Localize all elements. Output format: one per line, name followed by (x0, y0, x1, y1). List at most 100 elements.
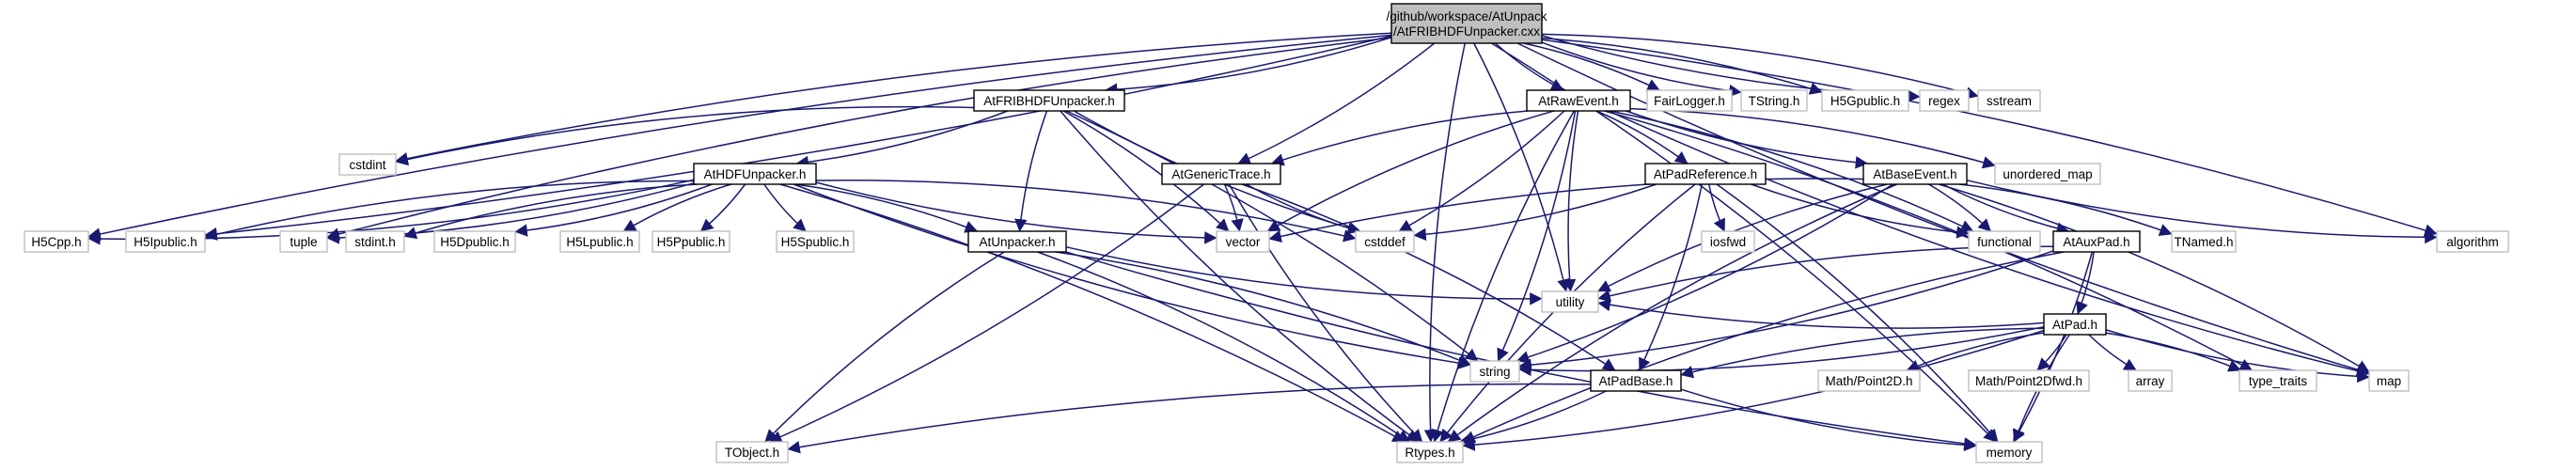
node-atpadreference-h[interactable]: AtPadReference.h (1644, 163, 1767, 185)
node-label: array (2136, 374, 2165, 388)
node-label: H5Ipublic.h (134, 235, 197, 249)
node-label: TObject.h (725, 446, 779, 460)
edge-atpad-h-to-array (2088, 334, 2137, 371)
node-box (1390, 3, 1543, 44)
node-box (2171, 230, 2237, 253)
node-box (1701, 230, 1755, 253)
edge-atpad-h-to-utility (1597, 298, 2045, 329)
edge-atfribhdfunpacker-h-to-athdfunpacker-h (795, 110, 1009, 169)
edge-atpadreference-h-to-functional (1751, 183, 1970, 239)
node-label: AtPadBase.h (1599, 374, 1673, 388)
edge-atbaseevent-h-to-utility (1597, 183, 1888, 292)
node-map: map (2368, 369, 2410, 392)
node-math-point2dfwd-h: Math/Point2Dfwd.h (1968, 369, 2090, 392)
node-tstring-h: TString.h (1740, 89, 1808, 112)
node-h5dpublic-h: H5Dpublic.h (433, 230, 516, 253)
node-box (1590, 369, 1682, 392)
node-vector: vector (1216, 230, 1270, 253)
node-h5cpp-h: H5Cpp.h (24, 230, 89, 253)
edges-layer (87, 32, 2438, 454)
node-box (973, 89, 1125, 112)
edge-atfribhdfunpacker-cxx-to-fairlogger-h (1523, 42, 1660, 91)
node-label: AtUnpacker.h (979, 235, 1055, 249)
node-rtypes-h: Rtypes.h (1396, 441, 1464, 463)
node-box (1919, 89, 1970, 112)
node-atpadbase-h[interactable]: AtPadBase.h (1590, 369, 1682, 392)
edge-atfribhdfunpacker-cxx-to-tstring-h (1541, 41, 1742, 98)
edge-atrawevent-h-to-atpadreference-h (1595, 110, 1689, 164)
edge-athdfunpacker-h-to-h5ppublic-h (699, 183, 746, 232)
node-athdfunpacker-h[interactable]: AtHDFUnpacker.h (693, 163, 817, 185)
node-label: /AtFRIBHDFUnpacker.cxx (1393, 24, 1540, 39)
node-label: AtFRIBHDFUnpacker.h (983, 94, 1115, 108)
node-label: H5Ppublic.h (657, 235, 726, 249)
edge-atgenerictrace-h-to-atpadbase-h (1241, 183, 1616, 371)
node-unordered-map: unordered_map (1994, 163, 2101, 185)
edge-atpadbase-h-to-tobject-h (787, 383, 1592, 454)
node-box (345, 230, 405, 253)
node-tuple: tuple (279, 230, 328, 253)
node-box (652, 230, 730, 253)
node-algorithm: algorithm (2436, 230, 2509, 253)
node-regex: regex (1919, 89, 1970, 112)
node-atrawevent-h[interactable]: AtRawEvent.h (1526, 89, 1631, 112)
node-box (24, 230, 89, 253)
node-box (2368, 369, 2410, 392)
node-box (2043, 313, 2107, 336)
edge-atfribhdfunpacker-cxx-to-h5gpublic-h (1541, 37, 1823, 95)
node-box (338, 153, 397, 176)
edge-atpad-h-to-math-point2dfwd-h (2036, 334, 2067, 371)
node-type-traits: type_traits (2238, 369, 2317, 392)
edge-atrawevent-h-to-type-traits (1604, 110, 2254, 371)
node-label: cstdint (349, 158, 385, 172)
node-box (1355, 230, 1415, 253)
node-array: array (2128, 369, 2173, 392)
node-atunpacker-h[interactable]: AtUnpacker.h (967, 230, 1067, 253)
edge-atpadreference-h-to-atpadbase-h (1639, 183, 1704, 371)
node-atauxpad-h[interactable]: AtAuxPad.h (2052, 230, 2141, 253)
node-functional: functional (1968, 230, 2041, 253)
edge-atbaseevent-h-to-atauxpad-h (1942, 183, 2070, 235)
node-atgenerictrace-h[interactable]: AtGenericTrace.h (1161, 163, 1281, 185)
edge-atrawevent-h-to-rtypes-h (1431, 110, 1576, 443)
node-atbaseevent-h[interactable]: AtBaseEvent.h (1862, 163, 1968, 185)
edge-atrawevent-h-to-functional (1610, 110, 1974, 232)
node-github-workspace-atunpack-atfribhdfunpacker-cxx[interactable]: /github/workspace/AtUnpack/AtFRIBHDFUnpa… (1386, 3, 1547, 44)
edge-atpadbase-h-to-memory (1680, 388, 1977, 452)
edge-atfribhdfunpacker-cxx-to-tuple (326, 37, 1392, 241)
node-box (559, 230, 640, 253)
node-box (1541, 290, 1599, 313)
node-box (2128, 369, 2173, 392)
node-h5ipublic-h: H5Ipublic.h (125, 230, 206, 253)
node-label: H5Gpublic.h (1830, 94, 1900, 108)
node-box (715, 441, 789, 463)
node-label: type_traits (2249, 374, 2308, 388)
node-h5ppublic-h: H5Ppublic.h (652, 230, 730, 253)
edge-atgenerictrace-h-to-rtypes-h (1228, 183, 1423, 443)
edge-atfribhdfunpacker-cxx-to-atfribhdfunpacker-h (1104, 37, 1392, 96)
node-label: AtRawEvent.h (1538, 94, 1619, 108)
edge-atrawevent-h-to-string (1497, 110, 1577, 362)
node-tnamed-h: TNamed.h (2171, 230, 2237, 253)
node-utility: utility (1541, 290, 1599, 313)
node-label: TString.h (1749, 94, 1800, 108)
node-box (1821, 89, 1909, 112)
node-label: tuple (290, 235, 317, 249)
edge-atfribhdfunpacker-h-to-atunpacker-h (1014, 110, 1048, 232)
node-box (1968, 230, 2041, 253)
node-label: Math/Point2D.h (1825, 374, 1912, 388)
node-atfribhdfunpacker-h[interactable]: AtFRIBHDFUnpacker.h (973, 89, 1125, 112)
node-sstream: sstream (1977, 89, 2041, 112)
node-label: memory (1987, 446, 2033, 460)
node-box (125, 230, 206, 253)
node-box (1216, 230, 1270, 253)
edge-atunpacker-h-to-tobject-h (764, 251, 1005, 443)
node-atpad-h[interactable]: AtPad.h (2043, 313, 2107, 336)
edge-atpad-h-to-map (2105, 329, 2370, 384)
node-label: algorithm (2446, 235, 2499, 249)
node-label: functional (1977, 235, 2032, 249)
edge-atpadreference-h-to-memory (1716, 183, 1999, 443)
node-label: Rtypes.h (1405, 446, 1454, 460)
edge-athdfunpacker-h-to-atunpacker-h (794, 183, 979, 233)
node-box (1817, 369, 1921, 392)
